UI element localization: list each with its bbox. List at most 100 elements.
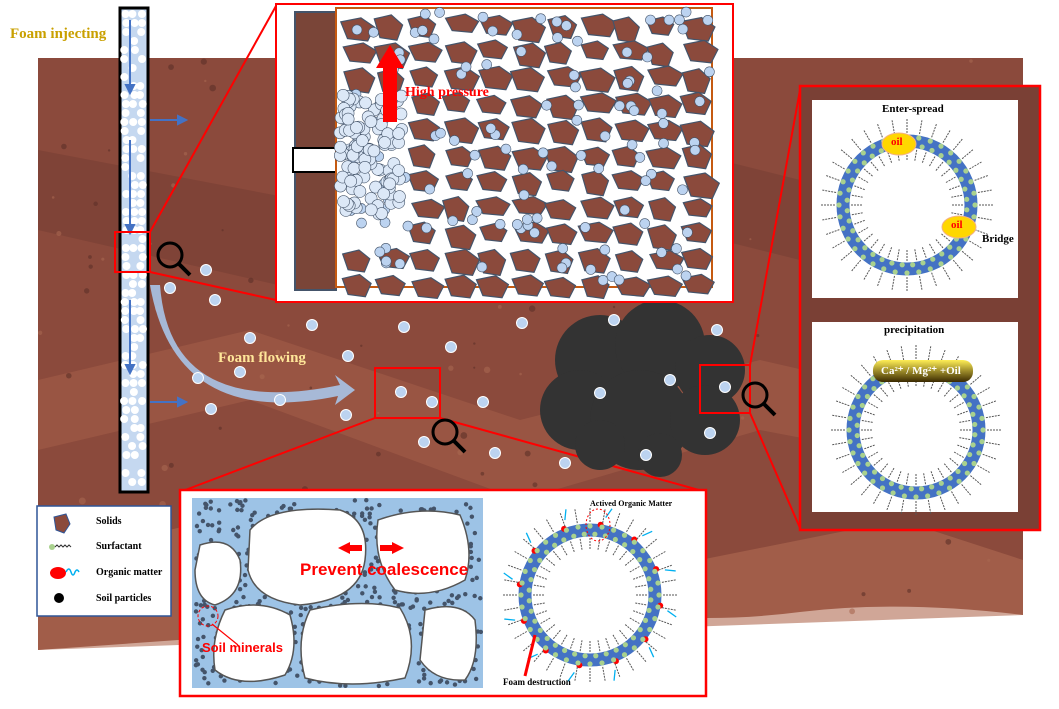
soil-particle (372, 585, 377, 590)
soil-particle (449, 593, 455, 598)
solid-rock (444, 41, 478, 65)
magnifier-icons (156, 241, 777, 454)
surfactant-head (879, 475, 886, 482)
ca-mg-oil-label: Ca²⁺ / Mg²⁺ +Oil (881, 365, 961, 377)
soil-particle (385, 681, 390, 687)
surfactant-head (537, 627, 543, 633)
surfactant-head (552, 652, 559, 658)
foam-bubble (137, 28, 146, 36)
foam-bubble (121, 10, 130, 18)
foam-bubble (421, 222, 432, 234)
foam-bubble (138, 325, 147, 333)
foam-bubble (137, 118, 146, 126)
surfactant-head (563, 657, 570, 663)
surfactant-head (869, 153, 875, 159)
surfactant-head (972, 421, 978, 428)
surfactant-head (962, 186, 968, 192)
foam-bubble (367, 144, 381, 158)
surfactant-head (526, 587, 532, 593)
prevent-coalescence-label: Prevent coalescence (300, 560, 469, 579)
soil-particle (206, 622, 211, 628)
soil-particle (392, 599, 398, 605)
soil-particle (468, 544, 473, 549)
surfactant-head (587, 661, 593, 667)
soil-particle (234, 599, 239, 605)
solid-rock (373, 14, 404, 41)
surfactant-head (850, 404, 856, 410)
foam-bubble (128, 289, 137, 297)
soil-particle (194, 523, 200, 529)
soil-particle (355, 583, 361, 589)
foam-bubble (511, 219, 523, 230)
soil-particle (367, 515, 372, 520)
foam-bubble (537, 147, 549, 159)
surfactant-head (852, 246, 858, 252)
foam-bubble (356, 217, 367, 229)
surfactant-head (543, 549, 550, 555)
foam-bubble (129, 145, 138, 153)
foam-bubble (639, 218, 651, 229)
surfactant-head (856, 443, 862, 449)
foam-bubble (122, 28, 131, 36)
surfactant-head (901, 493, 907, 499)
foam-bubble (594, 387, 606, 399)
surfactant-head (919, 144, 925, 150)
surfactant-head (970, 411, 976, 417)
surfactant-head (552, 532, 559, 538)
foam-bubble (680, 6, 692, 18)
foam-bubble (137, 244, 146, 252)
foam-bubble (341, 112, 355, 126)
soil-particle (352, 498, 358, 503)
solid-rock (511, 171, 543, 197)
foam-bubble (121, 307, 130, 315)
solid-rock (407, 41, 443, 63)
soil-particle (238, 499, 243, 505)
soil-particle (474, 575, 479, 581)
soil-particle (202, 669, 207, 675)
solid-rock (683, 172, 721, 200)
solid-rock (543, 41, 573, 65)
surfactant-head (855, 393, 861, 400)
legend-label-surfactant: Surfactant (96, 541, 142, 552)
soil-particle (446, 598, 451, 604)
solid-rock (614, 250, 644, 273)
surfactant-head (862, 470, 868, 476)
surfactant-head (947, 244, 953, 250)
foam-bubble (138, 208, 147, 216)
foam-bubble (626, 139, 638, 151)
soil-particle (197, 621, 203, 626)
foam-bubble (137, 190, 146, 198)
soil-particle (292, 501, 297, 507)
solid-rock (681, 273, 715, 295)
surfactant-head (954, 385, 961, 391)
foam-bubble (129, 190, 138, 198)
foam-bubble (561, 20, 572, 31)
surfactant-head (964, 196, 970, 202)
foam-bubble (572, 35, 583, 47)
solid-rock (511, 117, 546, 145)
foam-bubble (428, 33, 440, 45)
foam-bubble (138, 235, 147, 243)
foam-bubble (130, 325, 139, 333)
foam-bubble (557, 243, 569, 254)
foam-bubble (120, 397, 129, 405)
enter-spread-label: Enter-spread (882, 103, 944, 115)
foam-bubble (364, 115, 378, 128)
surfactant-head (979, 415, 985, 421)
soil-particle (193, 658, 199, 663)
surfactant-head (979, 439, 985, 445)
foam-bubble (579, 222, 591, 233)
oil-zoom-box (699, 364, 751, 414)
foam-bubble (130, 46, 139, 54)
solid-rock (475, 94, 507, 115)
foam-bubble (395, 386, 407, 398)
foam-bubble (130, 181, 139, 189)
surfactant-head (964, 207, 970, 213)
surfactant-head (968, 179, 974, 185)
foam-bubble (487, 25, 498, 37)
foam-bubble (689, 144, 701, 156)
surfactant-head (930, 256, 936, 262)
foam-bubble (122, 136, 131, 144)
precipitation-label: precipitation (884, 324, 945, 336)
foam-bubble (138, 253, 147, 261)
